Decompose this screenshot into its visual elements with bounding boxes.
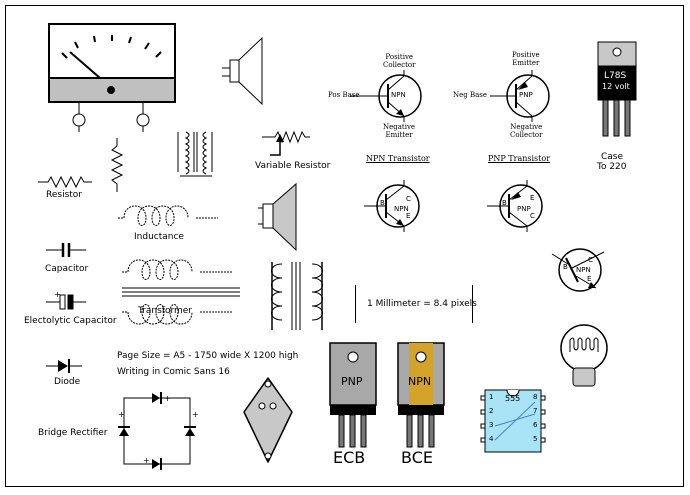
resistor-label: Resistor [46, 190, 82, 200]
to3-case-symbol [243, 377, 293, 463]
capacitor-label: Capacitor [45, 264, 89, 274]
pnp-transistor-small-symbol [487, 180, 543, 232]
bridge-rectifier-symbol [118, 392, 196, 470]
npn-small-e: E [406, 212, 411, 220]
bridge-plus-1: + [164, 394, 171, 403]
diode-label: Diode [54, 377, 81, 387]
pnp-case-text: PNP [341, 375, 363, 388]
regulator-to220-symbol [597, 41, 637, 137]
ic-555-symbol [480, 389, 546, 453]
vertical-resistor-symbol [110, 138, 124, 192]
ic-pin-7: 7 [533, 407, 538, 415]
inductance-symbol [118, 205, 218, 226]
npn-case-symbol [397, 342, 445, 448]
small-transformer-symbol [177, 131, 213, 177]
capacitor-symbol [46, 243, 86, 257]
npn-case-text: NPN [408, 375, 432, 388]
transformer-label: Transformer [138, 306, 193, 316]
pnp-transistor-large-symbol [490, 70, 550, 122]
ic-pin-2: 2 [489, 407, 494, 415]
speaker-symbol-middle [258, 182, 297, 252]
vertical-transformer-symbol [271, 262, 323, 330]
ic-pin-4: 4 [489, 435, 494, 443]
npn-base-label: Pos Base [328, 91, 360, 99]
npn-large-text: NPN [391, 91, 406, 99]
case-label-1: Case [601, 152, 624, 162]
inductance-label: Inductance [134, 232, 184, 242]
bridge-rectifier-label: Bridge Rectifier [38, 428, 108, 438]
millimeter-note: 1 Millimeter = 8.4 pixels [367, 299, 477, 309]
diode-symbol [46, 359, 82, 373]
pnp-transistor-label: PNP Transistor [488, 154, 551, 163]
electrolytic-capacitor-symbol [46, 294, 86, 310]
electrolytic-plus: + [54, 290, 61, 299]
npn-small-c: C [406, 195, 411, 203]
bce-label: BCE [401, 448, 433, 467]
ecb-label: ECB [333, 448, 366, 467]
npn-right-b: B [563, 263, 568, 271]
writing-note: Writing in Comic Sans 16 [117, 367, 230, 377]
npn-right-e: E [587, 275, 592, 283]
pnp-base-label: Neg Base [453, 91, 488, 99]
npn-transistor-label: NPN Transistor [366, 154, 430, 163]
bridge-plus-2: + [118, 410, 125, 419]
electrolytic-capacitor-label: Electolytic Capacitor [24, 316, 117, 326]
scale-note-box [355, 285, 473, 323]
ic-pin-1: 1 [489, 393, 494, 401]
pnp-small-text: PNP [517, 205, 531, 213]
variable-resistor-symbol [262, 130, 310, 156]
npn-transistor-right-symbol [551, 248, 605, 292]
ic-555-label: 555 [505, 394, 521, 403]
regulator-label-2: 12 volt [602, 82, 630, 91]
page-size-note: Page Size = A5 - 1750 wide X 1200 high [117, 351, 299, 361]
ic-pin-8: 8 [533, 393, 538, 401]
npn-transistor-large-symbol [350, 70, 422, 122]
bridge-plus-4: + [143, 456, 150, 465]
npn-right-c: C [588, 256, 593, 264]
meter-symbol [48, 23, 176, 132]
pnp-case-symbol [329, 342, 377, 448]
bridge-plus-3: + [192, 410, 199, 419]
npn-right-text: NPN [576, 266, 591, 274]
transformer-symbol [122, 259, 240, 325]
ic-pin-6: 6 [533, 421, 538, 429]
ic-pin-5: 5 [533, 435, 538, 443]
pnp-small-e: E [530, 194, 535, 202]
pnp-small-c: C [530, 212, 535, 220]
ic-pin-3: 3 [489, 421, 494, 429]
lamp-symbol [560, 324, 608, 387]
regulator-label-1: L78S [604, 71, 627, 81]
npn-small-b: B [380, 199, 385, 207]
resistor-symbol [38, 175, 92, 189]
pnp-large-text: PNP [519, 91, 533, 99]
speaker-symbol-top [222, 36, 263, 106]
case-label-2: To 220 [597, 162, 627, 172]
npn-small-text: NPN [394, 205, 409, 213]
variable-resistor-label: Variable Resistor [255, 161, 331, 171]
pnp-small-b: B [502, 199, 507, 207]
npn-transistor-small-symbol [364, 180, 420, 232]
